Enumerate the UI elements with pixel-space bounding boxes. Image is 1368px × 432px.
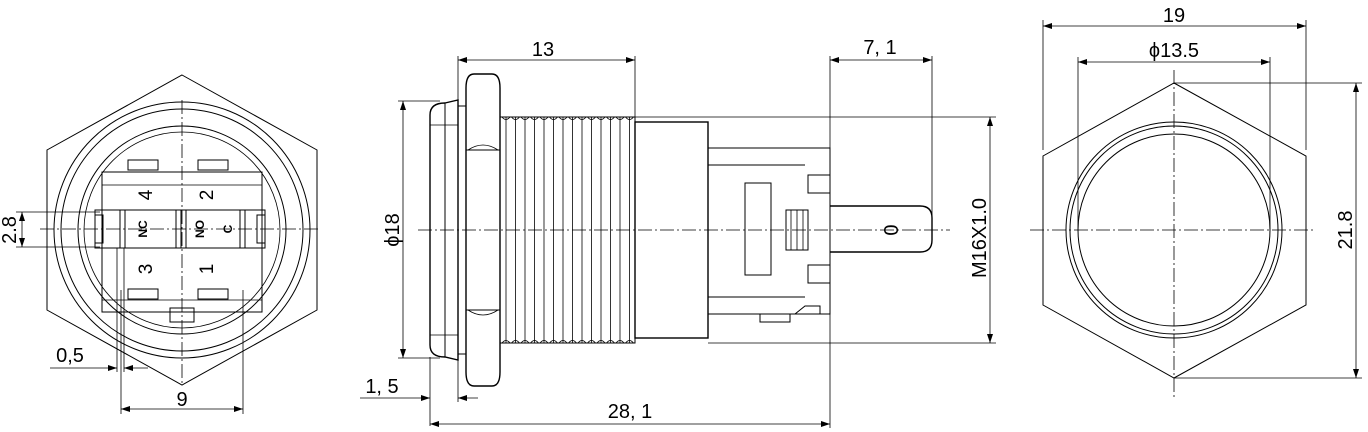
thread-tooth-bottom bbox=[549, 340, 558, 344]
thread-tooth-top bbox=[530, 116, 539, 120]
dim-terminal-spacing-horizontal: 9 bbox=[120, 290, 244, 414]
thread-tooth-top bbox=[568, 116, 577, 120]
thread-tooth-bottom bbox=[596, 340, 606, 344]
thread-tooth-bottom bbox=[568, 340, 577, 344]
rear-view: 4 2 3 1 NC NO C 2.8 0,5 bbox=[0, 74, 320, 414]
dim-button-diameter: ϕ13.5 bbox=[1077, 40, 1271, 230]
thread-tooth-top bbox=[558, 116, 568, 120]
thread-tooth-top bbox=[577, 116, 587, 120]
side-hex-nut bbox=[465, 73, 501, 387]
terminal-pad-3 bbox=[127, 288, 159, 300]
pin-label-2: 2 bbox=[197, 190, 218, 201]
thread-tooth-top bbox=[606, 116, 615, 120]
dim-text-9: 9 bbox=[176, 389, 187, 411]
contact-label-no: NO bbox=[193, 220, 207, 238]
side-terminal-housing bbox=[707, 147, 831, 315]
thread-tooth-top bbox=[615, 116, 625, 120]
thread-tooth-top bbox=[549, 116, 558, 120]
thread-tooth-top bbox=[596, 116, 606, 120]
dim-terminal-spacing-vertical: 2.8 bbox=[0, 211, 100, 248]
thread-tooth-bottom bbox=[511, 340, 520, 344]
side-terminal-tab bbox=[830, 205, 933, 253]
thread-tooth-bottom bbox=[615, 340, 625, 344]
dim-text-1-5: 1, 5 bbox=[365, 376, 398, 398]
contact-label-c: C bbox=[221, 224, 235, 233]
dim-thread-spec: M16X1.0 bbox=[635, 116, 996, 344]
thread-tooth-bottom bbox=[606, 340, 615, 344]
thread-tooth-top bbox=[520, 116, 530, 120]
front-view: 19 ϕ13.5 21.8 bbox=[1030, 5, 1362, 400]
dim-text-21-8: 21.8 bbox=[1335, 211, 1357, 250]
dim-terminal-length: 7, 1 bbox=[829, 37, 933, 218]
thread-tooth-bottom bbox=[539, 340, 549, 344]
pin-label-4: 4 bbox=[136, 189, 157, 200]
thread-tooth-bottom bbox=[625, 340, 634, 344]
terminal-pad-4 bbox=[127, 159, 159, 171]
contact-label-nc: NC bbox=[136, 220, 150, 238]
dim-head-diameter: ϕ18 bbox=[382, 100, 440, 359]
thread-tooth-bottom bbox=[558, 340, 568, 344]
dim-text-m16: M16X1.0 bbox=[969, 198, 991, 278]
dim-total-length: 28, 1 bbox=[430, 252, 831, 428]
thread-tooth-bottom bbox=[520, 340, 530, 344]
dim-thread-length: 13 bbox=[457, 39, 636, 117]
thread-tooth-top bbox=[587, 116, 596, 120]
thread-tooth-top bbox=[511, 116, 520, 120]
pin-label-1: 1 bbox=[197, 264, 218, 275]
dim-text-28-1: 28, 1 bbox=[608, 401, 652, 423]
dim-hex-across-corners: 21.8 bbox=[1174, 82, 1362, 379]
side-view: 0 ϕ18 13 1, 5 bbox=[360, 37, 996, 428]
dim-text-2-8: 2.8 bbox=[0, 216, 21, 244]
thread-tooth-bottom bbox=[501, 340, 511, 344]
dim-hex-across-flats: 19 bbox=[1042, 5, 1307, 150]
dim-terminal-thickness: 0,5 bbox=[50, 248, 148, 372]
thread-tooth-top bbox=[539, 116, 549, 120]
thread-tooth-bottom bbox=[587, 340, 596, 344]
thread-tooth-top bbox=[501, 116, 511, 120]
dim-text-7-1: 7, 1 bbox=[863, 37, 896, 59]
terminal-pad-1 bbox=[197, 288, 229, 300]
terminal-pad-2 bbox=[197, 159, 229, 171]
thread-tooth-bottom bbox=[577, 340, 587, 344]
dim-text-phi13-5: ϕ13.5 bbox=[1149, 40, 1199, 62]
dim-text-13: 13 bbox=[532, 39, 554, 61]
dim-bezel-thickness: 1, 5 bbox=[360, 357, 478, 426]
dim-text-0-5: 0,5 bbox=[56, 345, 84, 367]
pin-label-3: 3 bbox=[136, 264, 157, 275]
thread-tooth-top bbox=[625, 116, 634, 120]
dim-text-19: 19 bbox=[1163, 5, 1185, 27]
rear-hex-nut bbox=[46, 74, 318, 386]
thread-tooth-bottom bbox=[530, 340, 539, 344]
dim-text-phi18: ϕ18 bbox=[382, 213, 404, 246]
